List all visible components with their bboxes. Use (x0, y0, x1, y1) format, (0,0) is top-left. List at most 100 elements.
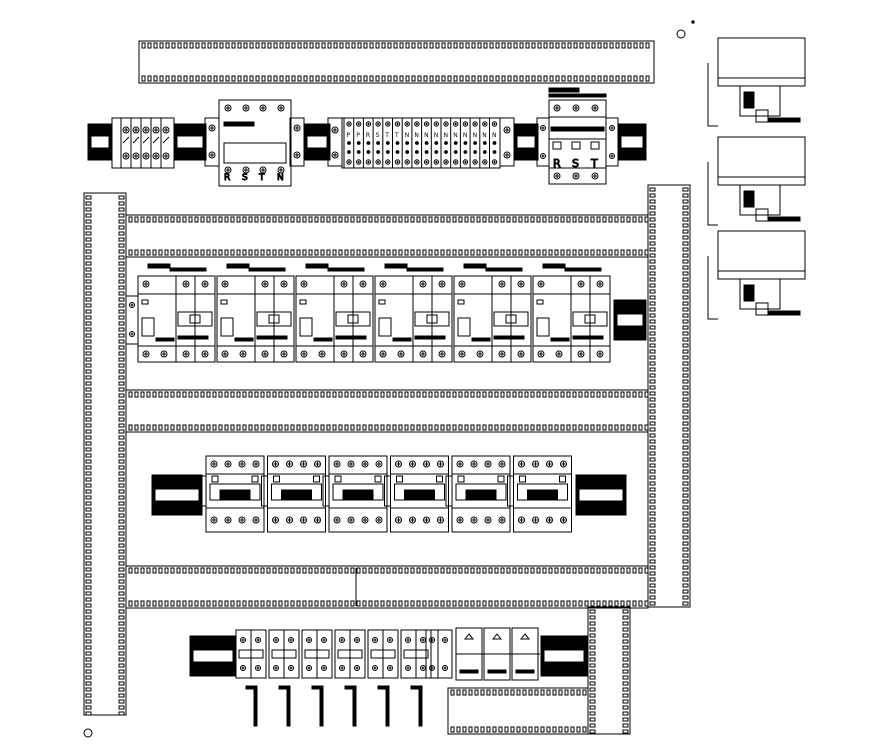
strip-terminal-dot (376, 150, 381, 154)
duct-bottom-right (587, 606, 631, 735)
strip-letter: T (394, 132, 399, 139)
strip-letter: T (384, 132, 389, 139)
strip-terminal-dot (415, 150, 419, 154)
mounting-hole-top (676, 29, 686, 39)
contactor-group (707, 37, 806, 320)
strip-terminal-dot (405, 150, 410, 154)
phase-label-r: R (553, 157, 561, 170)
terminal-label-t: T (258, 173, 265, 183)
rcbo-module (137, 263, 216, 363)
strip-terminal-dot (395, 141, 400, 145)
mini-breaker (400, 629, 432, 727)
strip-terminal-dot (453, 150, 458, 154)
mini-breaker (268, 629, 300, 727)
strip-letter: P (356, 132, 360, 139)
phase-distribution-block: R S T (536, 87, 619, 185)
contactor (707, 136, 806, 226)
din-rail-rcbo-right (613, 299, 647, 341)
strip-letter: N (444, 132, 449, 139)
rcbo-module (532, 263, 611, 363)
rcbo-module (295, 263, 374, 363)
contactor (707, 37, 806, 127)
contactor (707, 230, 806, 320)
din-rail-top-3 (513, 123, 539, 161)
strip-letter: N (405, 132, 410, 139)
rcbo-row (125, 263, 611, 363)
strip-terminal-dot (395, 150, 400, 154)
rcbo-module (216, 263, 295, 363)
mcb-module (384, 455, 449, 533)
reference-dot (691, 20, 695, 24)
strip-terminal-dot (463, 150, 468, 154)
rcbo-module (374, 263, 453, 363)
strip-letter: R (366, 132, 370, 139)
din-rail-bottom-left (189, 635, 237, 677)
terminal-label-n: N (277, 173, 284, 183)
duct-top (138, 40, 655, 84)
duct-bottom (447, 687, 589, 735)
din-rail-mcb-left (151, 474, 203, 516)
duct-upper (125, 214, 649, 258)
strip-letter: N (424, 132, 429, 139)
phase-label-t: T (590, 157, 598, 170)
din-rail-mcb-right (575, 474, 627, 516)
mini-breaker (367, 629, 399, 727)
strip-letter: N (482, 132, 487, 139)
din-rail-top-left (87, 123, 113, 161)
din-rail-top-right (617, 123, 647, 161)
din-rail-top-2 (303, 123, 331, 161)
strip-letter: N (473, 132, 478, 139)
strip-terminal-dot (366, 150, 371, 154)
strip-letter: N (463, 132, 468, 139)
bottom-row-devices (235, 627, 540, 727)
strip-terminal-dot (424, 150, 429, 154)
terminal-block-left (111, 117, 175, 169)
phase-label-s: S (572, 157, 579, 170)
strip-terminal-dot (385, 141, 390, 145)
terminal-label-r: R (224, 173, 230, 183)
terminal-label-s: S (242, 173, 248, 183)
strip-terminal-dot (385, 150, 390, 154)
strip-terminal-dot (405, 141, 410, 145)
mcb-row (199, 455, 572, 533)
strip-terminal-dot (424, 141, 429, 145)
din-rail-bottom-right (540, 635, 588, 677)
strip-terminal-dot (376, 141, 381, 145)
mini-breaker (301, 629, 333, 727)
rcbo-module (453, 263, 532, 363)
mcb-module (199, 455, 265, 533)
main-breaker-4p: R S T N (204, 99, 305, 187)
mcb-module (445, 455, 511, 533)
mcb-module (322, 455, 388, 533)
strip-terminal-dot (444, 141, 448, 145)
strip-terminal-dot (347, 141, 351, 145)
strip-terminal-dot (473, 141, 478, 145)
strip-terminal-dot (366, 141, 371, 145)
mcb-module (507, 455, 572, 533)
strip-terminal-dot (473, 150, 478, 154)
strip-terminal-dot (356, 141, 361, 145)
mini-breaker (334, 629, 366, 727)
duct-middle (125, 389, 649, 433)
cable-duct-group (83, 40, 691, 735)
mini-breaker (235, 629, 267, 727)
strip-terminal-dot (356, 150, 361, 154)
strip-letter: N (453, 132, 458, 139)
din-rail-group (87, 123, 647, 677)
strip-letter: N (492, 132, 497, 139)
duct-left (83, 192, 127, 716)
strip-terminal-dot (434, 141, 439, 145)
strip-terminal-dot (444, 150, 448, 154)
strip-terminal-dot (415, 141, 419, 145)
mcb-module (261, 455, 326, 533)
strip-terminal-dot (482, 141, 487, 145)
strip-letter: N (414, 132, 419, 139)
strip-terminal-dot (434, 150, 439, 154)
duct-lower (125, 565, 649, 609)
strip-terminal-dot (463, 141, 468, 145)
din-rail-top-1 (173, 123, 207, 161)
strip-terminal-dot (492, 150, 497, 154)
